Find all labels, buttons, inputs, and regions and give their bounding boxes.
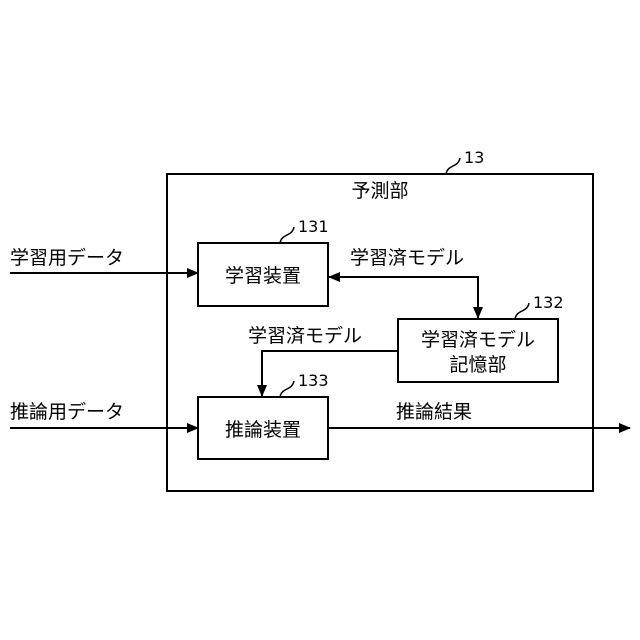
- trained-model-storage-arrow: [329, 277, 478, 318]
- ref-leader-13: [446, 158, 460, 174]
- inference-device-label: 推論装置: [225, 419, 301, 441]
- ref-number-131: 131: [298, 217, 329, 236]
- trained-model-inference-arrow: [262, 351, 398, 396]
- trained-model-label-lower: 学習済モデル: [248, 325, 362, 347]
- trained-model-label-upper: 学習済モデル: [350, 247, 464, 269]
- learning-device-label: 学習装置: [225, 265, 301, 287]
- inference-result-label: 推論結果: [396, 401, 472, 423]
- prediction-unit-title: 予測部: [351, 180, 408, 202]
- ref-leader-133: [280, 381, 294, 397]
- ref-leader-131: [280, 227, 294, 243]
- ref-leader-132: [515, 303, 529, 319]
- ref-number-133: 133: [298, 371, 329, 390]
- model-storage-label-line1: 学習済モデル: [421, 329, 535, 351]
- ref-number-13: 13: [464, 148, 484, 167]
- learning-data-label: 学習用データ: [10, 247, 124, 269]
- inference-data-label: 推論用データ: [10, 401, 124, 423]
- model-storage-label-line2: 記憶部: [449, 354, 506, 376]
- ref-number-132: 132: [533, 293, 564, 312]
